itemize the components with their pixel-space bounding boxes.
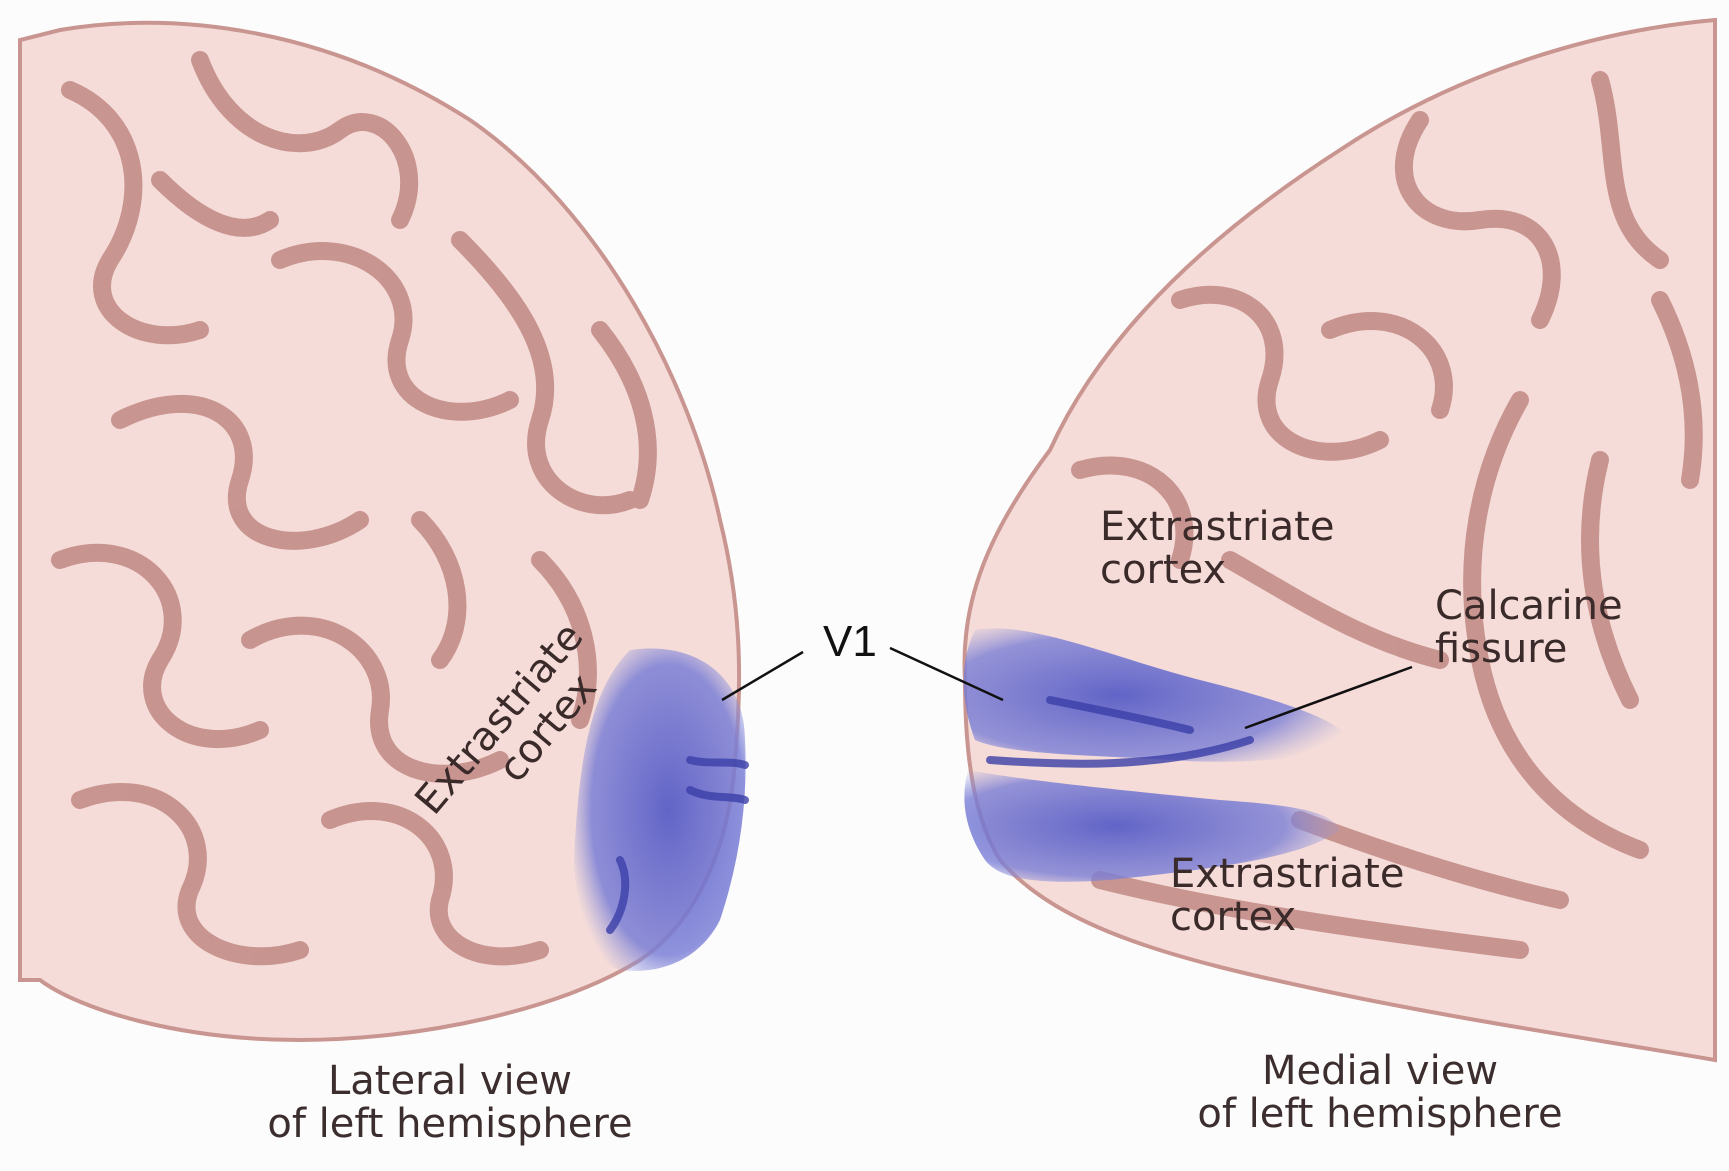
- label-extrastriate-medial-top-line2: cortex: [1100, 549, 1334, 592]
- label-extrastriate-medial-top-line1: Extrastriate: [1100, 506, 1334, 549]
- label-extrastriate-medial-bottom-line2: cortex: [1170, 896, 1404, 939]
- caption-medial-line1: Medial view: [1180, 1050, 1580, 1093]
- caption-medial-view: Medial view of left hemisphere: [1180, 1050, 1580, 1136]
- label-calcarine-fissure: Calcarine fissure: [1435, 585, 1623, 671]
- caption-medial-line2: of left hemisphere: [1180, 1093, 1580, 1136]
- label-extrastriate-medial-bottom: Extrastriate cortex: [1170, 853, 1404, 939]
- caption-lateral-line1: Lateral view: [250, 1060, 650, 1103]
- label-calcarine-line1: Calcarine: [1435, 585, 1623, 628]
- caption-lateral-line2: of left hemisphere: [250, 1103, 650, 1146]
- label-v1: V1: [823, 618, 877, 666]
- caption-lateral-view: Lateral view of left hemisphere: [250, 1060, 650, 1146]
- label-calcarine-line2: fissure: [1435, 628, 1623, 671]
- lateral-hemisphere: [20, 23, 746, 1040]
- label-extrastriate-medial-bottom-line1: Extrastriate: [1170, 853, 1404, 896]
- label-extrastriate-medial-top: Extrastriate cortex: [1100, 506, 1334, 592]
